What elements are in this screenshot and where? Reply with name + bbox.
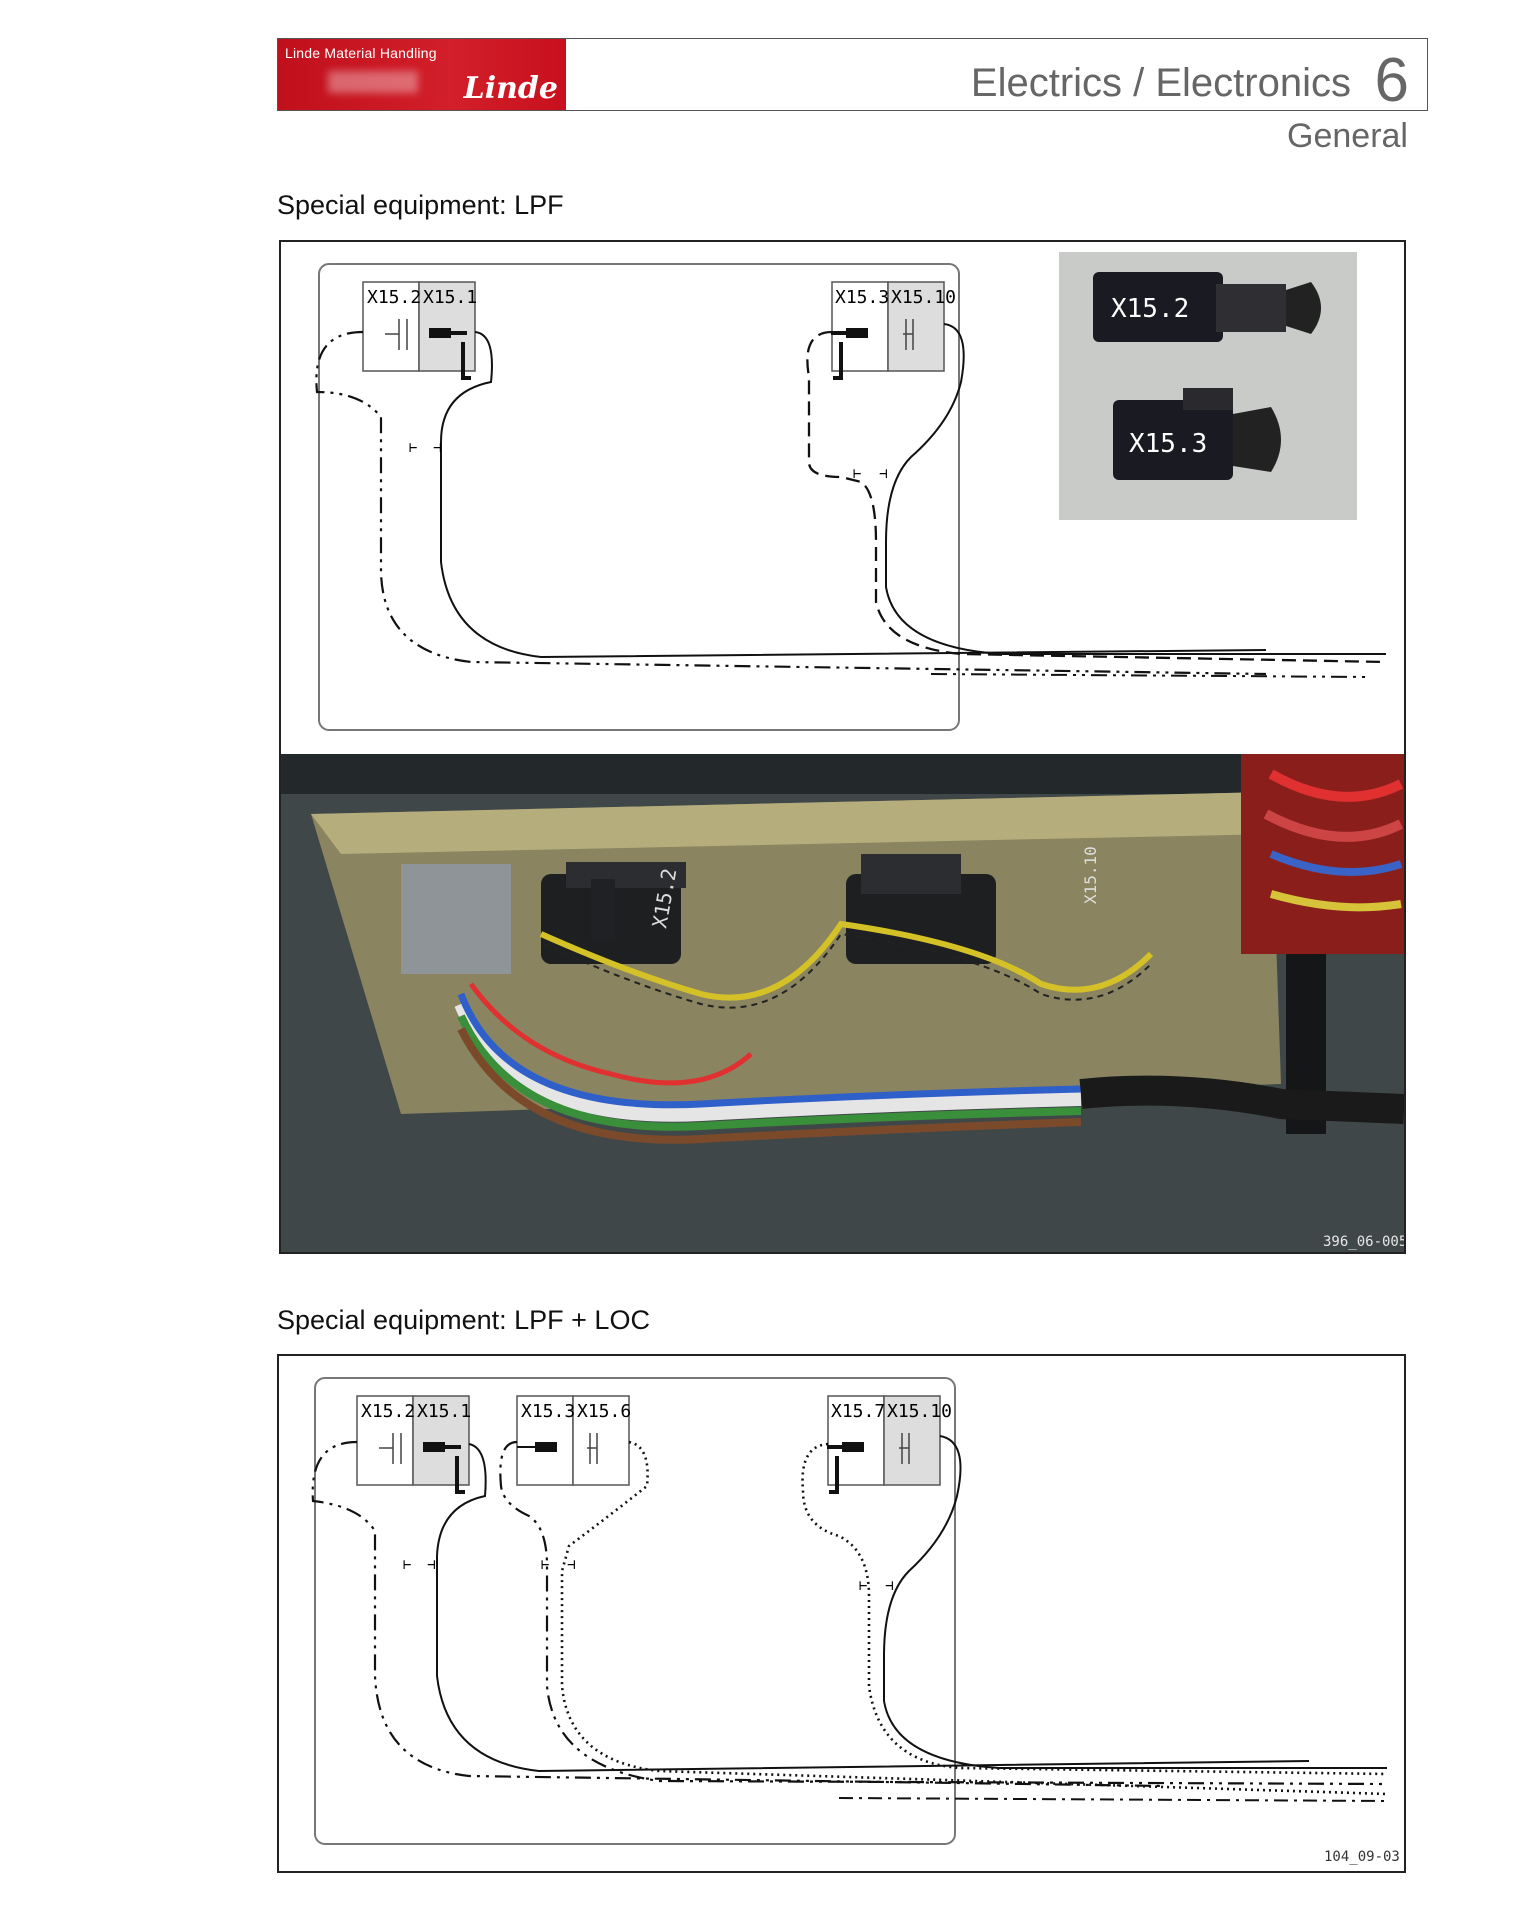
connector-label: X15.3 (521, 1401, 575, 1422)
chapter-number: 6 (1374, 46, 1409, 115)
connector-label: X15.2 (361, 1401, 415, 1422)
connector-label: X15.7 (831, 1401, 885, 1422)
wiring-diagram-lpf-loc-svg: X15.2 X15.1 X15.3 X15.6 X15.7 X15.10 (311, 1377, 1400, 1865)
connector-right-pair: X15.3 X15.10 (831, 281, 956, 380)
section-subtitle: General (1287, 117, 1408, 155)
connector-group-1: X15.2 X15.1 (356, 1395, 471, 1494)
connector-label: X15.6 (577, 1401, 631, 1422)
logo-graphic (328, 71, 418, 93)
company-name: Linde Material Handling (285, 45, 437, 61)
connector-label: X15.1 (417, 1401, 471, 1422)
connector-label: X15.3 (835, 287, 889, 308)
svg-text:⊢: ⊢ (541, 1557, 549, 1573)
brand-wordmark: Linde (463, 71, 558, 106)
connector-label: X15.10 (891, 287, 956, 308)
connector-group-2: X15.3 X15.6 (516, 1395, 631, 1486)
inset-label: X15.3 (1129, 429, 1207, 459)
wiring-diagram-lpf-svg: X15.2 X15.1 X15.3 X15.10 ⊢ ⊣ ⊢ ⊣ (315, 252, 1387, 731)
connector-left-pair: X15.2 X15.1 (362, 281, 477, 380)
connector-group-3: X15.7 X15.10 (827, 1395, 952, 1494)
connector-inset-photo: X15.2 X15.3 (1059, 252, 1357, 520)
connector-label: X15.2 (367, 287, 421, 308)
photo-label: X15.10 (1081, 846, 1100, 904)
connector-label: X15.1 (423, 287, 477, 308)
svg-text:⊢: ⊢ (409, 440, 417, 456)
svg-text:⊣: ⊣ (879, 466, 887, 482)
svg-text:⊣: ⊣ (433, 440, 441, 456)
svg-text:⊢: ⊢ (403, 1557, 411, 1573)
section-heading-lpf-loc: Special equipment: LPF + LOC (277, 1305, 650, 1335)
page-header: Linde Material Handling Linde Electrics … (277, 38, 1428, 115)
wiring-diagram-lpf: X15.2 X15.1 X15.3 X15.10 ⊢ ⊣ ⊢ ⊣ (279, 240, 1406, 754)
svg-text:⊢: ⊢ (853, 466, 861, 482)
inset-label: X15.2 (1111, 294, 1189, 324)
linde-logo: Linde Material Handling Linde (278, 39, 566, 110)
figure-id: 104_09-03 (1324, 1849, 1400, 1865)
svg-text:⊣: ⊣ (567, 1557, 575, 1573)
wiring-diagram-lpf-loc: X15.2 X15.1 X15.3 X15.6 X15.7 X15.10 (277, 1354, 1406, 1873)
connector-label: X15.10 (887, 1401, 952, 1422)
svg-text:⊣: ⊣ (427, 1557, 435, 1573)
installation-photo-svg: X15.2 X15.10 396_06-005 (281, 754, 1404, 1252)
section-heading-lpf: Special equipment: LPF (277, 190, 564, 220)
chapter-title: Electrics / Electronics (970, 61, 1351, 105)
figure-id: 396_06-005 (1323, 1234, 1404, 1250)
installation-photo: X15.2 X15.10 396_06-005 (279, 754, 1406, 1254)
svg-text:⊢: ⊢ (859, 1578, 867, 1594)
svg-text:⊣: ⊣ (885, 1578, 893, 1594)
